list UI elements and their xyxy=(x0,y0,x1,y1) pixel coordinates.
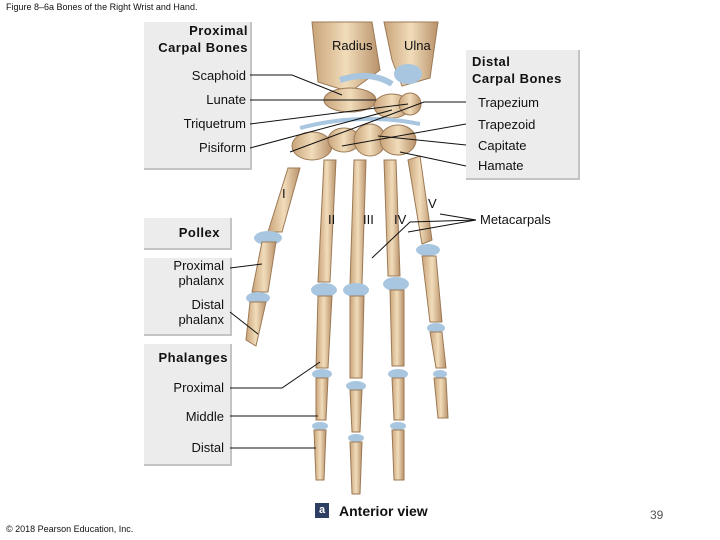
leader-ph-proximal xyxy=(230,361,321,389)
leader-scaphoid xyxy=(250,74,343,96)
leader-pisiform xyxy=(249,109,393,149)
metacarpal-numeral-3: III xyxy=(363,212,374,227)
trapezoid-label: Trapezoid xyxy=(478,117,536,132)
pisiform-label: Pisiform xyxy=(199,140,246,155)
leader-capitate xyxy=(377,135,467,146)
leader-trapezoid xyxy=(341,123,467,147)
ulna-label: Ulna xyxy=(404,38,431,53)
leader-mc-1 xyxy=(371,219,477,259)
scaphoid-label: Scaphoid xyxy=(191,68,246,83)
radius-label: Radius xyxy=(332,38,373,53)
phalanges-box xyxy=(144,344,232,466)
triquetrum-label: Triquetrum xyxy=(183,116,246,131)
leader-mc-3 xyxy=(439,213,477,221)
leader-trapezium xyxy=(289,101,466,153)
metacarpal-numeral-2: II xyxy=(328,212,336,227)
trapezium-label: Trapezium xyxy=(478,95,539,110)
pollex-label: Pollex xyxy=(178,225,220,240)
lunate-label: Lunate xyxy=(206,92,246,107)
metacarpals-label: Metacarpals xyxy=(480,212,551,227)
metacarpal-numeral-5: V xyxy=(428,196,437,211)
distal-carpal-box xyxy=(466,50,580,180)
pollex-box xyxy=(144,218,232,250)
leader-triquetrum xyxy=(249,103,409,125)
view-label: Anterior view xyxy=(339,503,428,519)
leader-mc-2 xyxy=(407,219,477,233)
copyright: © 2018 Pearson Education, Inc. xyxy=(6,524,134,534)
leader-dist-phalanx xyxy=(229,311,259,335)
view-badge: a xyxy=(315,503,329,518)
distal-carpal-title-2: Carpal Bones xyxy=(472,71,562,86)
leader-prox-phalanx xyxy=(229,263,263,269)
pollex-proximal-label-2: phalanx xyxy=(178,273,224,288)
metacarpal-numeral-1: I xyxy=(282,186,286,201)
figure-title: Figure 8–6a Bones of the Right Wrist and… xyxy=(6,2,198,12)
page-number: 39 xyxy=(650,508,664,522)
pollex-proximal-label-1: Proximal xyxy=(173,258,224,273)
phalanx-distal-label: Distal xyxy=(191,440,224,455)
proximal-carpal-group-box xyxy=(144,56,252,170)
capitate-label: Capitate xyxy=(478,138,527,153)
phalanges-label: Phalanges xyxy=(158,350,228,365)
phalanx-middle-label: Middle xyxy=(185,409,224,424)
hamate-label: Hamate xyxy=(478,158,524,173)
metacarpal-numeral-4: IV xyxy=(394,212,407,227)
leader-hamate xyxy=(399,151,467,167)
proximal-carpal-title-2: Carpal Bones xyxy=(158,40,248,55)
distal-carpal-title-1: Distal xyxy=(472,54,511,69)
pollex-distal-label-2: phalanx xyxy=(178,312,224,327)
pollex-distal-label-1: Distal xyxy=(191,297,224,312)
proximal-carpal-title-1: Proximal xyxy=(189,23,248,38)
pollex-parts-box xyxy=(144,258,232,336)
phalanx-proximal-label: Proximal xyxy=(173,380,224,395)
